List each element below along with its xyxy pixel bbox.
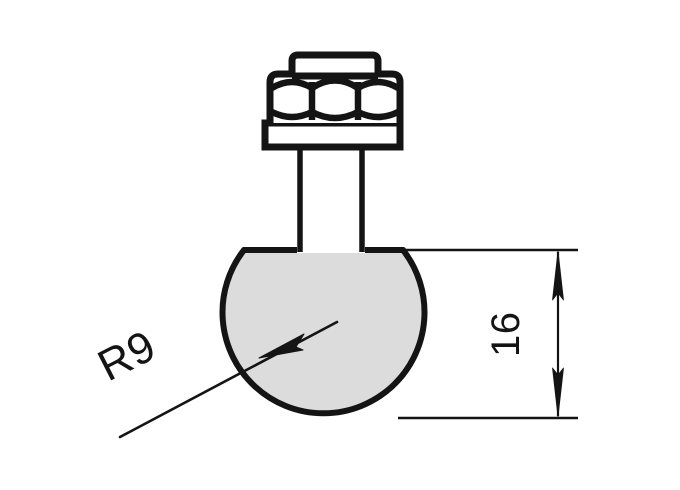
- thread-stub-outline: [288, 51, 382, 76]
- nut-chamfer-arc-left: [268, 78, 316, 92]
- radius-leader-line: [118, 320, 339, 439]
- radius-leader-stroke: [118, 320, 339, 439]
- radius-arrow-head: [258, 333, 305, 359]
- ball-outline: [219, 247, 428, 417]
- nut-bottom-arc-left: [268, 108, 316, 121]
- dimension-arrow-bottom: [552, 367, 564, 418]
- nut-bottom-arc-right: [354, 108, 402, 121]
- radius-label: R9: [90, 321, 163, 391]
- shaft-body: [297, 145, 365, 253]
- vertical-height-dimension: [398, 248, 578, 420]
- washer-flange: [261, 119, 404, 151]
- washer-outline: [261, 119, 404, 151]
- dimension-arrow-top: [552, 250, 564, 301]
- thread-stub: [288, 51, 382, 80]
- dimension-value-label: 16: [484, 312, 528, 358]
- nut-chamfer-arc-right: [354, 78, 402, 92]
- spherical-ball-head: [219, 247, 428, 417]
- bolt-shaft: [297, 145, 365, 253]
- hex-nut: [266, 70, 404, 123]
- nut-bottom-arc-centre: [308, 108, 362, 122]
- nut-chamfer-arc-centre: [308, 77, 362, 92]
